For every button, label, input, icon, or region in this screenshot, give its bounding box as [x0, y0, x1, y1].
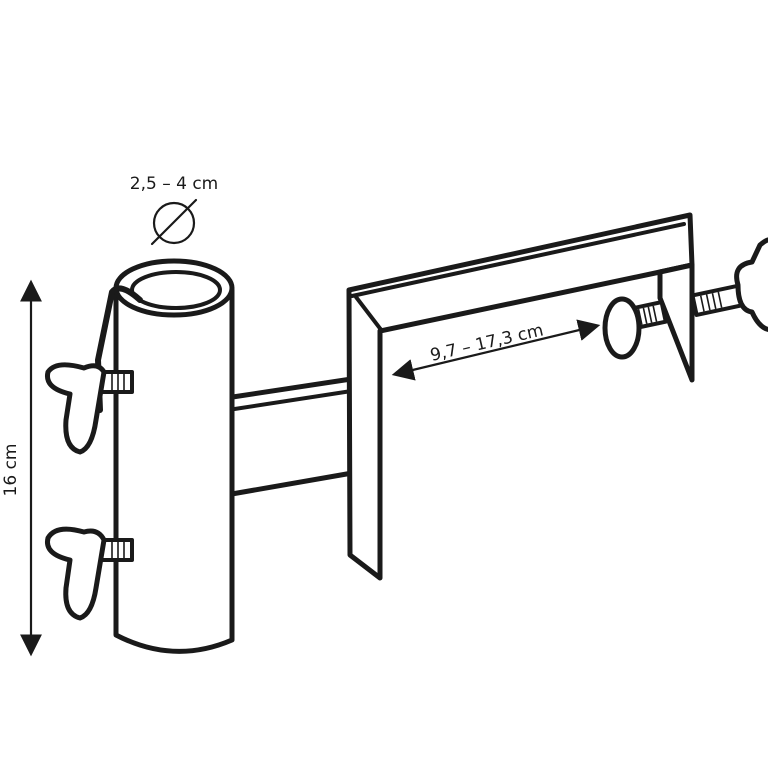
clip-wire [95, 285, 143, 413]
wing-knob-lower [44, 526, 134, 621]
diameter-label: 2,5 – 4 cm [130, 174, 218, 194]
clamp-screw [602, 296, 668, 360]
outer-screw-with-wing-knob [690, 237, 768, 333]
diameter-icon [150, 198, 198, 246]
clamp-bracket [346, 212, 695, 581]
clamp-range-label: 9,7 – 17,3 cm [428, 320, 545, 365]
clamp-range-arrow [391, 319, 601, 381]
tube [113, 258, 235, 654]
height-label: 16 cm [1, 444, 21, 497]
wing-knob-upper [44, 362, 134, 455]
arm [223, 375, 361, 498]
